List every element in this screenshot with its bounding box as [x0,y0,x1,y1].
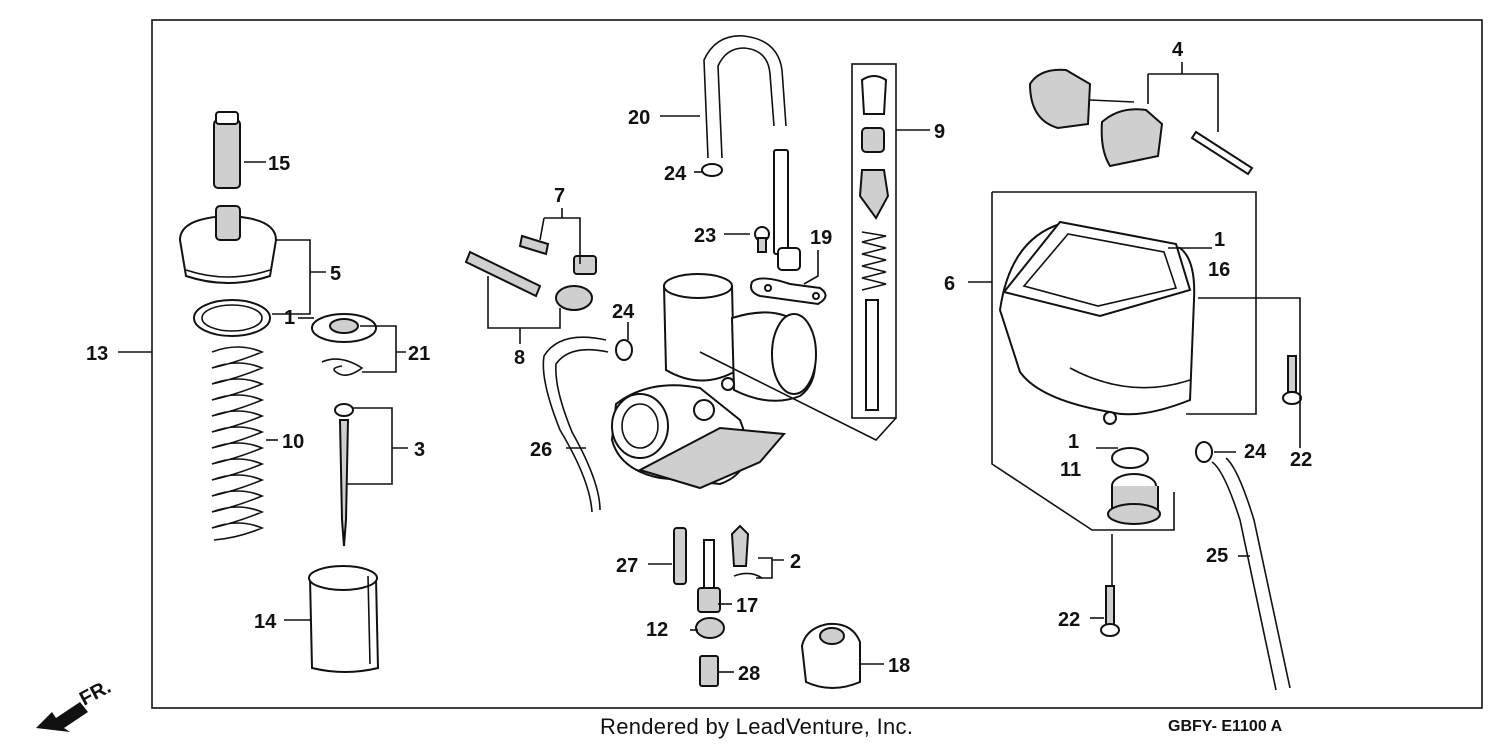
part-6-float-chamber [998,220,1196,425]
callout-27: 27 [616,555,638,577]
part-carburetor-body [610,273,817,490]
callout-14: 14 [254,611,277,633]
diagram-code: GBFY- E1100 A [1168,718,1283,735]
callout-17: 17 [736,595,758,617]
callout-20: 20 [628,107,650,129]
part-8-idle-screw [464,250,593,311]
callout-4: 4 [1172,39,1184,61]
callout-28: 28 [738,663,760,685]
callout-8: 8 [514,347,525,369]
callout-2: 2 [790,551,801,573]
callout-25: 25 [1206,545,1228,567]
callout-1-right: 1 [1214,229,1225,251]
part-3-jet-needle [334,403,354,547]
callout-23: 23 [694,225,716,247]
part-21-washer-clip [311,313,377,376]
part-26-hose [542,336,607,513]
part-14-throttle-valve [308,565,380,673]
part-drain-plug [1107,473,1161,525]
part-2-float-valve [730,524,763,579]
callout-15: 15 [268,153,290,175]
callout-labels: 13 15 5 1 21 10 3 14 7 8 20 24 23 19 24 … [86,39,1312,685]
part-22-screw-upper [1282,355,1302,405]
part-20-vent-hose [703,35,787,159]
callout-12: 12 [646,619,668,641]
callout-24-top: 24 [664,163,687,185]
part-7-pilot-screw [518,234,597,275]
front-direction-arrow: FR. [36,676,115,732]
callout-16: 16 [1208,259,1230,281]
diagram-frame [151,19,1483,709]
callout-1-left: 1 [284,307,295,329]
callout-6: 6 [944,273,955,295]
part-15-holder [213,111,241,189]
part-22-screw-lower [1100,585,1120,637]
part-1-o-ring-left [193,299,271,337]
callout-10: 10 [282,431,304,453]
callout-19: 19 [810,227,832,249]
part-24-clip-center [615,339,633,361]
part-27-needle-jet [673,527,687,585]
part-24-clip-right [1195,441,1213,463]
callout-9: 9 [934,121,945,143]
leader-lines [118,62,1301,673]
callout-11: 11 [1060,459,1081,481]
callout-22-right: 22 [1290,449,1312,471]
callout-24-center: 24 [612,301,635,323]
callout-24-right: 24 [1244,441,1267,463]
callout-26: 26 [530,439,552,461]
part-10-spring [211,346,265,541]
callout-5: 5 [330,263,341,285]
callout-18: 18 [888,655,910,677]
part-18-cap [800,622,861,689]
callout-1-lower: 1 [1068,431,1079,453]
part-9-starter-plunger [851,63,897,419]
callout-3: 3 [414,439,425,461]
part-12-nut [695,617,725,639]
callout-13: 13 [86,343,108,365]
part-19-plate [750,247,827,306]
part-28-drain-screw [699,655,719,687]
part-25-drain-hose [1211,461,1277,691]
part-11-o-ring [1111,447,1149,469]
callout-22-lower: 22 [1058,609,1080,631]
part-17-main-jet [697,539,721,613]
part-23-screw [754,226,770,253]
part-24-clip-top [701,163,723,177]
callout-7: 7 [554,185,565,207]
part-5-top-cap [178,205,278,284]
credit-text: Rendered by LeadVenture, Inc. [600,714,914,739]
callout-21: 21 [408,343,430,365]
part-4-float [1028,68,1254,176]
